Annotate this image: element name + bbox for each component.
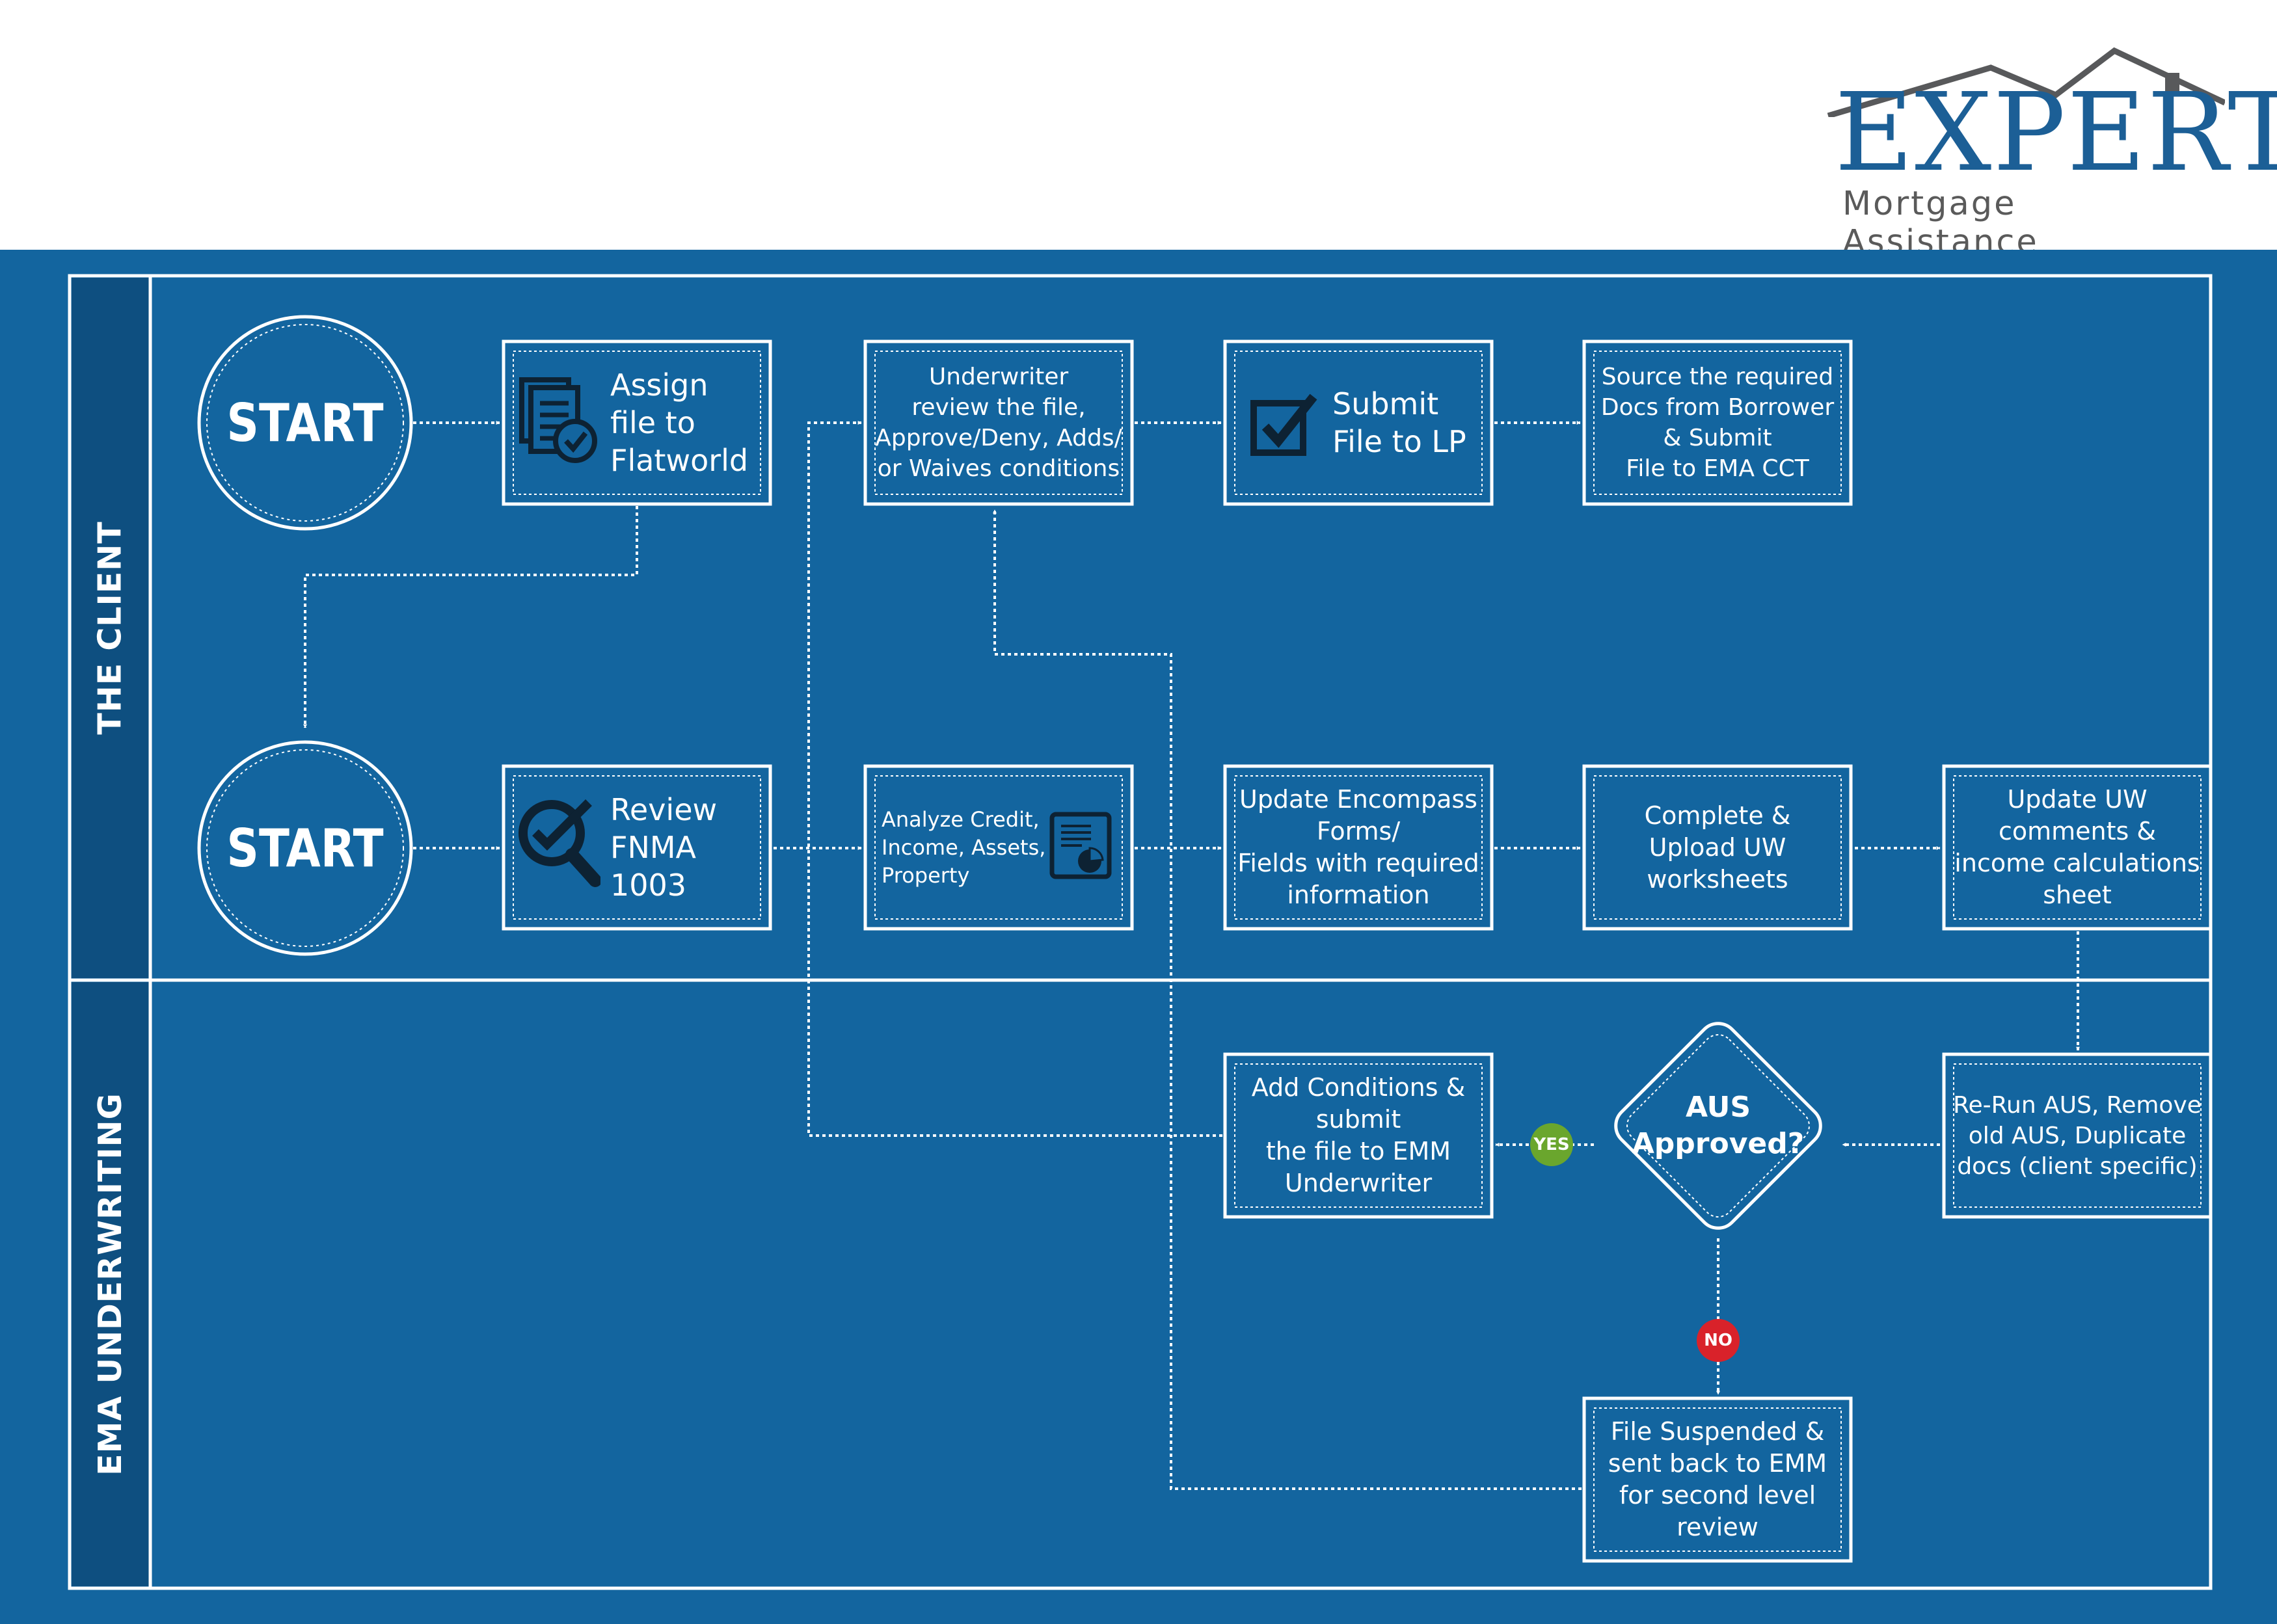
box-underwriter-review	[863, 339, 1134, 506]
no-badge: NO	[1697, 1319, 1740, 1362]
lane-label-bg-client	[72, 278, 150, 978]
start-label-client: START	[226, 392, 384, 453]
label-update-encompass: Update Encompass Forms/ Fields with requ…	[1237, 785, 1479, 909]
box-complete-upload	[1582, 764, 1853, 931]
document-check-icon	[519, 377, 597, 463]
label-source-docs: Source the required Docs from Borrower &…	[1600, 364, 1835, 482]
label-analyze: Analyze Credit, Income, Assets, Property	[882, 806, 1046, 888]
label-update-uw: Update UW comments & income calculations…	[1954, 785, 2200, 909]
box-review-fnma	[502, 764, 772, 931]
label-submit-lp: Submit File to LP	[1332, 386, 1466, 459]
lane-label-client: THE CLIENT	[91, 521, 129, 735]
flowchart-diagram	[68, 274, 2213, 1590]
swimlane-frame	[68, 274, 2213, 1590]
magnifier-check-icon	[519, 799, 600, 887]
box-analyze	[863, 764, 1134, 931]
start-node-underwriting	[197, 740, 413, 956]
report-chart-icon	[1049, 812, 1112, 879]
expert-logo: EXPERT Mortgage Assistance	[1809, 39, 2277, 261]
arrow-suspended-to-review	[993, 509, 1582, 1490]
label-file-suspended: File Suspended & sent back to EMM for se…	[1608, 1417, 1827, 1541]
lane-label-bg-underwriting	[72, 982, 150, 1586]
logo-brand: EXPERT	[1835, 70, 2277, 196]
box-submit-lp	[1223, 339, 1494, 506]
label-assign-file: Assign file to Flatworld	[610, 367, 749, 478]
label-complete-upload: Complete & Upload UW worksheets	[1644, 801, 1791, 894]
roof-icon	[1827, 47, 2225, 117]
box-update-uw	[1942, 764, 2213, 931]
arrow-assign-to-ema-start	[303, 506, 638, 728]
label-review-fnma: Review FNMA 1003	[610, 792, 718, 903]
label-aus-approved: AUS Approved?	[1632, 1091, 1805, 1160]
start-node-client	[197, 315, 413, 531]
checkbox-icon	[1250, 393, 1317, 456]
box-assign-file	[502, 339, 772, 506]
box-add-conditions	[1223, 1052, 1494, 1219]
yes-badge: YES	[1530, 1123, 1573, 1166]
header: EXPERT Mortgage Assistance	[0, 0, 2277, 261]
decision-aus-approved	[1614, 1022, 1822, 1230]
flowchart-board: THE CLIENT EMA UNDERWRITING START START	[0, 250, 2277, 1624]
lane-label-underwriting: EMA UNDERWRITING	[91, 1093, 129, 1476]
arrow-conditions-to-review	[807, 421, 1222, 1137]
box-file-suspended	[1582, 1396, 1853, 1563]
label-add-conditions: Add Conditions & submit the file to EMM …	[1251, 1073, 1466, 1197]
start-label-underwriting: START	[226, 818, 384, 879]
label-rerun-aus: Re-Run AUS, Remove old AUS, Duplicate do…	[1953, 1091, 2202, 1180]
box-rerun-aus	[1942, 1052, 2213, 1219]
box-update-encompass	[1223, 764, 1494, 931]
label-underwriter-review: Underwriter review the file, Approve/Den…	[875, 364, 1122, 482]
box-source-docs	[1582, 339, 1853, 506]
